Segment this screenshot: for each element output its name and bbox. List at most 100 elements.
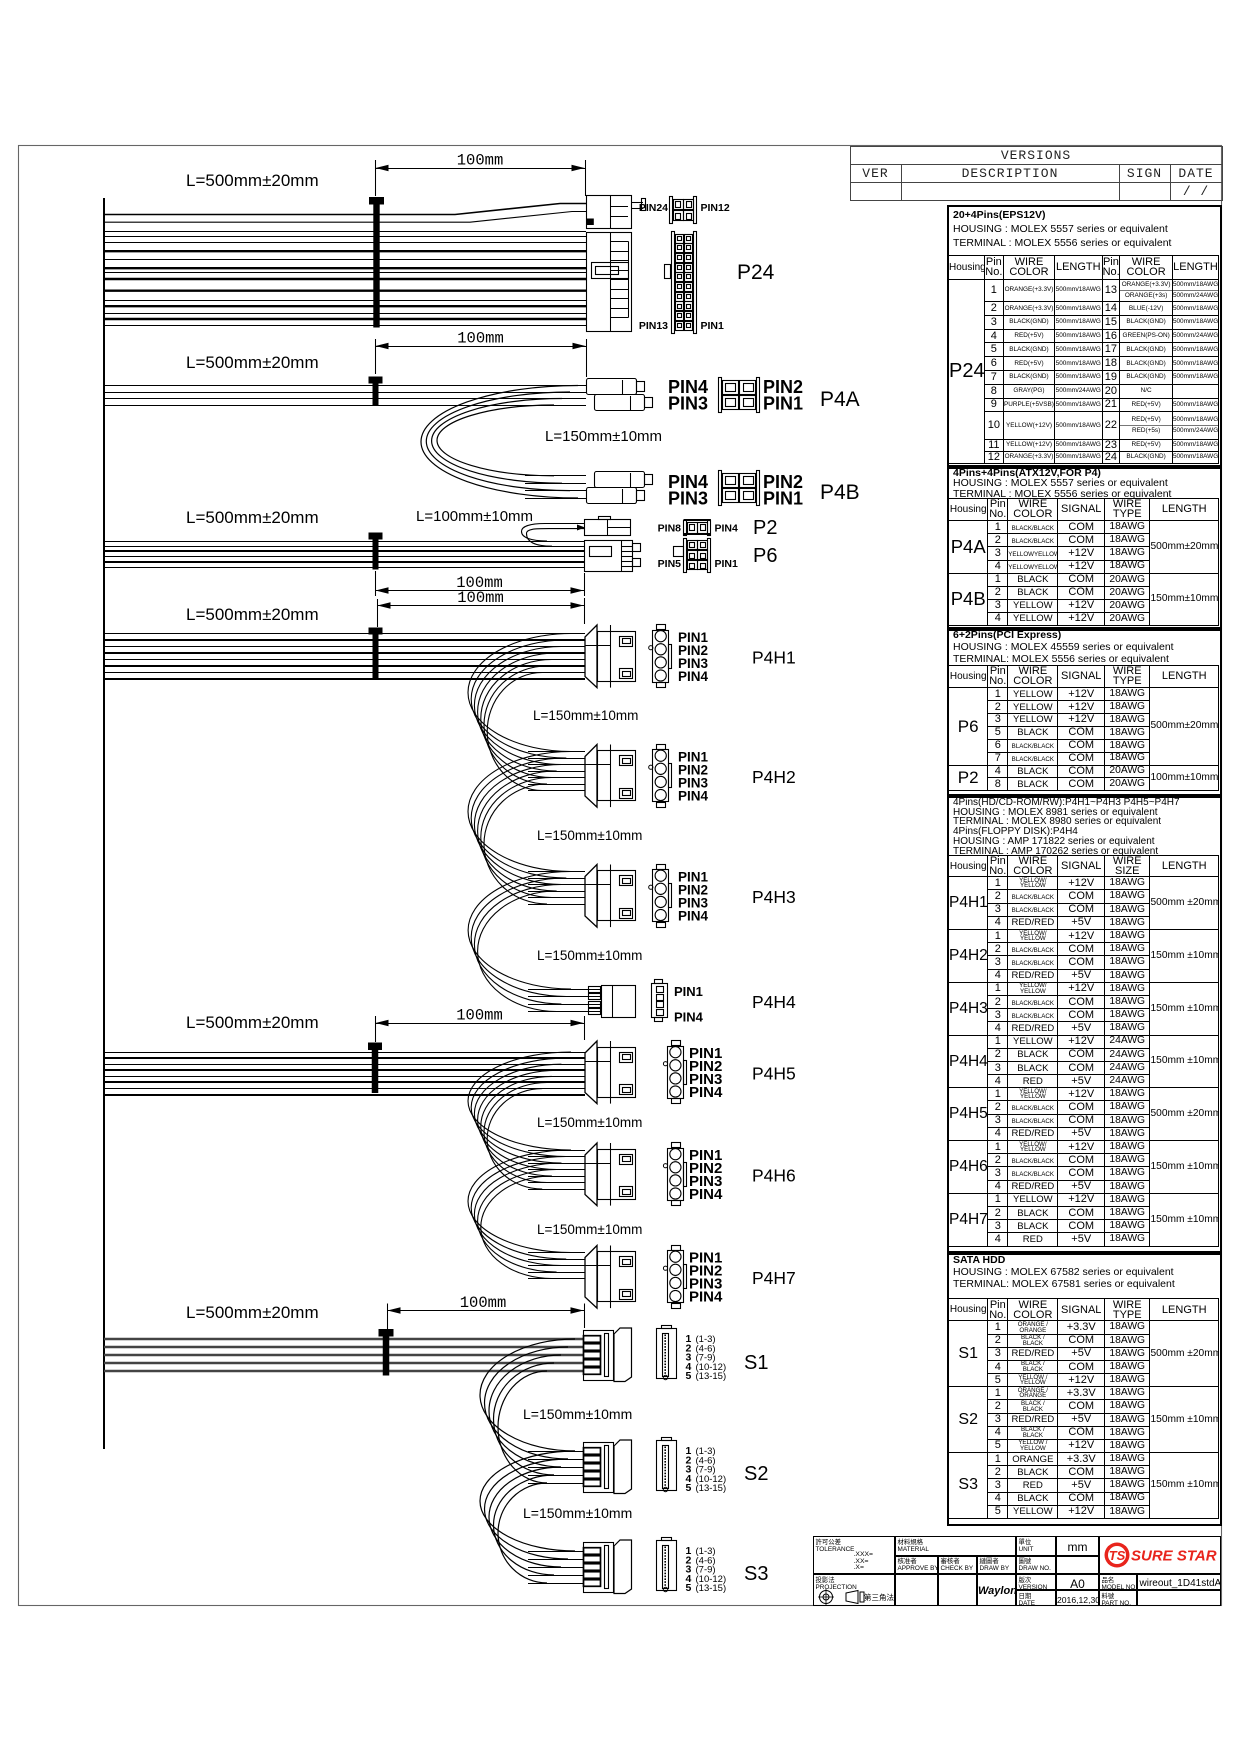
svg-text:(7-9): (7-9) xyxy=(696,1565,716,1576)
svg-text:(13-15): (13-15) xyxy=(696,1483,727,1494)
svg-text:100mm: 100mm xyxy=(457,589,504,607)
svg-text:P4H6: P4H6 xyxy=(752,1166,796,1186)
svg-text:5: 5 xyxy=(686,1582,692,1594)
svg-text:PIN1: PIN1 xyxy=(689,1249,722,1266)
svg-text:100mm: 100mm xyxy=(457,330,504,348)
svg-text:PIN4: PIN4 xyxy=(678,669,709,684)
svg-text:PIN2: PIN2 xyxy=(689,1058,722,1075)
svg-text:100mm: 100mm xyxy=(460,1294,507,1312)
svg-text:L=150mm±10mm: L=150mm±10mm xyxy=(523,1406,632,1422)
svg-text:PIN2: PIN2 xyxy=(763,377,803,397)
svg-text:S1: S1 xyxy=(744,1352,768,1374)
svg-text:L=150mm±10mm: L=150mm±10mm xyxy=(523,1505,632,1521)
svg-text:L=150mm±10mm: L=150mm±10mm xyxy=(537,1115,642,1130)
svg-text:PIN3: PIN3 xyxy=(689,1071,722,1088)
svg-text:(13-15): (13-15) xyxy=(696,1583,727,1594)
svg-text:PIN3: PIN3 xyxy=(678,656,709,671)
svg-text:4: 4 xyxy=(686,1361,692,1373)
svg-text:PIN3: PIN3 xyxy=(689,1276,722,1293)
svg-text:L=500mm±20mm: L=500mm±20mm xyxy=(186,1303,319,1322)
svg-text:1: 1 xyxy=(686,1545,692,1557)
svg-text:TS: TS xyxy=(1109,1548,1126,1563)
svg-text:PIN3: PIN3 xyxy=(678,776,709,791)
svg-text:(1-3): (1-3) xyxy=(696,1546,716,1557)
svg-text:PIN4: PIN4 xyxy=(715,523,739,535)
svg-text:(13-15): (13-15) xyxy=(696,1371,727,1382)
svg-text:3: 3 xyxy=(686,1352,692,1364)
svg-text:(4-6): (4-6) xyxy=(696,1343,716,1354)
svg-text:P2: P2 xyxy=(753,517,777,539)
svg-text:PIN3: PIN3 xyxy=(668,394,708,414)
svg-text:P4H7: P4H7 xyxy=(752,1268,796,1288)
svg-text:PIN1: PIN1 xyxy=(678,869,709,884)
svg-text:PIN2: PIN2 xyxy=(763,472,803,492)
svg-text:5: 5 xyxy=(686,1482,692,1494)
svg-text:PIN4: PIN4 xyxy=(689,1289,723,1306)
svg-text:PIN1: PIN1 xyxy=(678,749,709,764)
svg-text:PIN4: PIN4 xyxy=(678,789,709,804)
svg-text:(10-12): (10-12) xyxy=(696,1474,727,1485)
svg-text:(10-12): (10-12) xyxy=(696,1362,727,1373)
svg-text:(1-3): (1-3) xyxy=(696,1334,716,1345)
svg-text:L=150mm±10mm: L=150mm±10mm xyxy=(533,708,638,723)
svg-text:PIN4: PIN4 xyxy=(668,472,708,492)
svg-text:L=500mm±20mm: L=500mm±20mm xyxy=(186,171,319,190)
svg-text:S3: S3 xyxy=(744,1563,768,1585)
svg-text:PIN1: PIN1 xyxy=(674,984,703,999)
svg-text:L=500mm±20mm: L=500mm±20mm xyxy=(186,508,319,527)
svg-text:4: 4 xyxy=(686,1473,692,1485)
svg-text:P24: P24 xyxy=(737,261,775,284)
svg-text:PIN3: PIN3 xyxy=(668,489,708,509)
svg-text:P4A: P4A xyxy=(820,388,860,411)
svg-text:PIN1: PIN1 xyxy=(763,489,803,509)
svg-text:PIN12: PIN12 xyxy=(701,202,730,214)
svg-text:PIN24: PIN24 xyxy=(639,202,668,214)
svg-text:L=150mm±10mm: L=150mm±10mm xyxy=(545,428,662,445)
svg-text:(7-9): (7-9) xyxy=(696,1353,716,1364)
svg-text:P4H5: P4H5 xyxy=(752,1064,796,1084)
svg-text:P4H1: P4H1 xyxy=(752,648,796,668)
svg-text:PIN4: PIN4 xyxy=(689,1186,723,1203)
svg-text:PIN4: PIN4 xyxy=(674,1010,704,1025)
svg-text:(4-6): (4-6) xyxy=(696,1555,716,1566)
svg-text:(4-6): (4-6) xyxy=(696,1455,716,1466)
svg-text:PIN4: PIN4 xyxy=(689,1084,723,1101)
svg-text:P4H2: P4H2 xyxy=(752,767,796,787)
svg-text:L=150mm±10mm: L=150mm±10mm xyxy=(537,948,642,963)
svg-text:PIN5: PIN5 xyxy=(658,558,682,570)
svg-text:L=150mm±10mm: L=150mm±10mm xyxy=(537,1222,642,1237)
svg-text:P4H4: P4H4 xyxy=(752,992,796,1012)
svg-text:(7-9): (7-9) xyxy=(696,1465,716,1476)
svg-text:2: 2 xyxy=(686,1342,692,1354)
svg-text:PIN1: PIN1 xyxy=(689,1147,722,1164)
svg-text:4: 4 xyxy=(686,1573,692,1585)
svg-text:(1-3): (1-3) xyxy=(696,1446,716,1457)
svg-text:S2: S2 xyxy=(744,1463,768,1485)
svg-text:PIN1: PIN1 xyxy=(763,394,803,414)
svg-text:100mm: 100mm xyxy=(457,152,504,170)
svg-text:L=500mm±20mm: L=500mm±20mm xyxy=(186,605,319,624)
svg-text:2: 2 xyxy=(686,1554,692,1566)
svg-text:PIN1: PIN1 xyxy=(689,1045,722,1062)
svg-text:5: 5 xyxy=(686,1370,692,1382)
svg-text:3: 3 xyxy=(686,1464,692,1476)
svg-text:PIN2: PIN2 xyxy=(678,882,708,897)
svg-text:2: 2 xyxy=(686,1454,692,1466)
svg-text:PIN13: PIN13 xyxy=(639,320,668,332)
svg-text:PIN1: PIN1 xyxy=(701,320,725,332)
svg-text:PIN2: PIN2 xyxy=(678,643,708,658)
svg-text:PIN4: PIN4 xyxy=(678,909,709,924)
svg-text:PIN1: PIN1 xyxy=(678,630,709,645)
svg-text:P6: P6 xyxy=(753,545,777,567)
svg-text:L=100mm±10mm: L=100mm±10mm xyxy=(416,508,533,525)
svg-text:PIN8: PIN8 xyxy=(658,523,682,535)
svg-text:100mm: 100mm xyxy=(456,574,503,592)
svg-text:SURE STAR: SURE STAR xyxy=(1131,1548,1217,1565)
svg-text:PIN1: PIN1 xyxy=(715,558,739,570)
svg-text:1: 1 xyxy=(686,1333,692,1345)
svg-text:L=500mm±20mm: L=500mm±20mm xyxy=(186,1013,319,1032)
svg-text:3: 3 xyxy=(686,1564,692,1576)
svg-text:L=150mm±10mm: L=150mm±10mm xyxy=(537,828,642,843)
svg-text:P4H3: P4H3 xyxy=(752,887,796,907)
svg-text:PIN2: PIN2 xyxy=(689,1160,722,1177)
